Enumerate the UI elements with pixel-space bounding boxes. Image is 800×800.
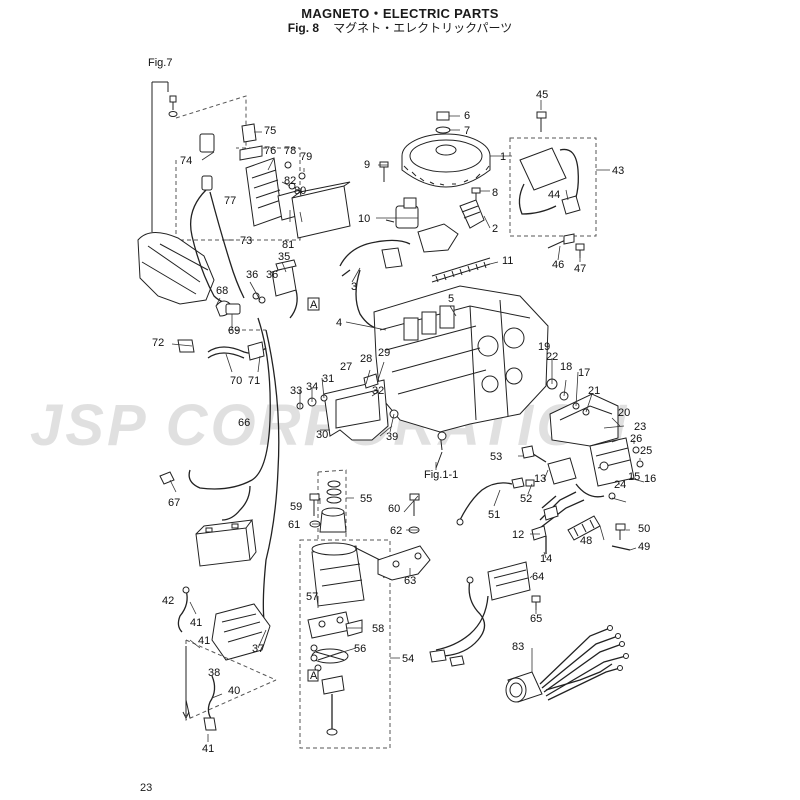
callout-14: 14: [540, 553, 552, 565]
callout-41b: 41: [198, 635, 210, 647]
callout-68: 68: [216, 285, 228, 297]
callout-50: 50: [638, 523, 650, 535]
callout-77: 77: [224, 195, 236, 207]
callout-47: 47: [574, 263, 586, 275]
mark-a-label-starter: A: [310, 670, 318, 682]
callout-58: 58: [372, 623, 384, 635]
callout-56: 56: [354, 643, 366, 655]
callout-74: 74: [180, 155, 192, 167]
callout-72: 72: [152, 337, 164, 349]
callout-78: 78: [284, 145, 296, 157]
callout-11: 11: [502, 255, 513, 267]
callout-53: 53: [490, 451, 502, 463]
callout-2: 2: [492, 223, 498, 235]
callout-17: 17: [578, 367, 590, 379]
callout-54: 54: [402, 653, 414, 665]
callout-29: 29: [378, 347, 390, 359]
callout-8: 8: [492, 187, 498, 199]
callout-61: 61: [288, 519, 300, 531]
callout-20: 20: [618, 407, 630, 419]
callout-26: 26: [630, 433, 642, 445]
callout-66: 66: [238, 417, 250, 429]
callout-16: 16: [644, 473, 656, 485]
callout-40: 40: [228, 685, 240, 697]
callout-82: 82: [284, 175, 296, 187]
callout-36b: 36: [266, 269, 278, 281]
callout-38: 38: [208, 667, 220, 679]
page-number: 23: [140, 782, 153, 794]
callout-30: 30: [316, 429, 328, 441]
callout-83: 83: [512, 641, 524, 653]
callout-39: 39: [386, 431, 398, 443]
fig7-reference: Fig.7: [148, 57, 172, 69]
callout-79: 79: [300, 151, 312, 163]
callout-4: 4: [336, 317, 342, 329]
callout-21: 21: [588, 385, 600, 397]
mark-a-box: [307, 297, 320, 311]
callout-45: 45: [536, 89, 548, 101]
callout-43: 43: [612, 165, 624, 177]
callout-37: 37: [252, 643, 264, 655]
callout-65: 65: [530, 613, 542, 625]
callout-67: 67: [168, 497, 180, 509]
callout-12: 12: [512, 529, 524, 541]
callout-19: 19: [538, 341, 550, 353]
callout-23: 23: [634, 421, 646, 433]
callout-7: 7: [464, 125, 470, 137]
callout-labels: 1 2 3 4 5 6 7 8 9 10 11 12 13 14 15 16 1…: [148, 57, 656, 755]
callout-71: 71: [248, 375, 260, 387]
callout-31: 31: [322, 373, 334, 385]
callout-10: 10: [358, 213, 370, 225]
callout-60: 60: [388, 503, 400, 515]
callout-22: 22: [546, 351, 558, 363]
callout-1: 1: [500, 151, 506, 163]
callout-64: 64: [532, 571, 544, 583]
callout-63: 63: [404, 575, 416, 587]
callout-41: 41: [190, 617, 202, 629]
callout-75: 75: [264, 125, 276, 137]
diagram-title: MAGNETO・ELECTRIC PARTS: [301, 6, 499, 21]
callout-28: 28: [360, 353, 372, 365]
callout-73: 73: [240, 235, 252, 247]
callout-27: 27: [340, 361, 352, 373]
callout-69: 69: [228, 325, 240, 337]
callout-62: 62: [390, 525, 402, 537]
callout-33: 33: [290, 385, 302, 397]
callout-24: 24: [614, 479, 626, 491]
callout-46: 46: [552, 259, 564, 271]
diagram-subtitle: Fig. 8 マグネト・エレクトリックパーツ: [0, 19, 800, 36]
callout-48: 48: [580, 535, 592, 547]
callout-55: 55: [360, 493, 372, 505]
callout-5: 5: [448, 293, 454, 305]
callout-32: 32: [372, 385, 384, 397]
figure-label: Fig. 8: [287, 21, 320, 35]
callout-15: 15: [628, 471, 640, 483]
callout-52: 52: [520, 493, 532, 505]
callout-36: 36: [246, 269, 258, 281]
callout-3: 3: [351, 281, 357, 293]
callout-34: 34: [306, 381, 318, 393]
callout-59: 59: [290, 501, 302, 513]
callout-25: 25: [640, 445, 652, 457]
callout-44: 44: [548, 189, 560, 201]
callout-81: 81: [282, 239, 294, 251]
fig1-1-reference: Fig.1-1: [424, 469, 458, 481]
callout-35: 35: [278, 251, 290, 263]
japanese-title: マグネト・エレクトリックパーツ: [333, 21, 513, 35]
callout-6: 6: [464, 110, 470, 122]
callout-76: 76: [264, 145, 276, 157]
callout-51: 51: [488, 509, 500, 521]
callout-80: 80: [294, 185, 306, 197]
callout-18: 18: [560, 361, 572, 373]
line-art: [137, 81, 645, 749]
callout-42: 42: [162, 595, 174, 607]
callout-49: 49: [638, 541, 650, 553]
callout-9: 9: [364, 159, 370, 171]
callout-70: 70: [230, 375, 242, 387]
callout-41c: 41: [202, 743, 214, 755]
callout-13: 13: [534, 473, 546, 485]
mark-a-label: A: [310, 299, 318, 311]
callout-57: 57: [306, 591, 318, 603]
